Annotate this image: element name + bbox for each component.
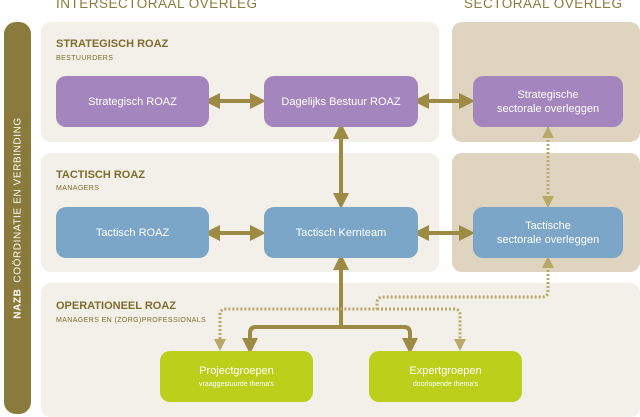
band-title-strategic: Strategisch ROAZ — [56, 38, 169, 50]
node-expertgroepen-label: Expertgroepen — [409, 364, 482, 377]
band-title-operational: Operationeel ROAZ — [56, 300, 176, 312]
node-projectgroepen-sub: vraaggestuurde thema's — [199, 380, 274, 388]
node-tactische-sectorale: Tactische sectorale overleggen — [473, 207, 623, 258]
node-strategisch-roaz: Strategisch ROAZ — [56, 76, 209, 127]
node-tactische-sectorale-line1: Tactische — [525, 219, 571, 232]
connector-kernteam-groups — [248, 262, 412, 343]
node-strategische-sectorale: Strategische sectorale overleggen — [473, 76, 623, 127]
band-title-tactical: Tactisch ROAZ — [56, 169, 146, 181]
node-tactisch-kernteam-label: Tactisch Kernteam — [295, 226, 387, 239]
node-dagelijks-bestuur: Dagelijks Bestuur ROAZ — [264, 76, 418, 127]
node-projectgroepen-label: Projectgroepen — [199, 364, 274, 377]
node-strategische-sectorale-line1: Strategische — [517, 88, 579, 101]
connector-sectoral-groups — [214, 256, 554, 351]
column-header-intersectoral: Intersectoraal overleg — [56, 0, 258, 11]
node-tactisch-roaz: Tactisch ROAZ — [56, 207, 209, 258]
node-tactisch-kernteam: Tactisch Kernteam — [264, 207, 418, 258]
connector-sectoral-expert — [377, 307, 466, 351]
node-strategische-sectorale-line2: sectorale overleggen — [496, 102, 600, 115]
column-header-sectoral: Sectoraal overleg — [464, 0, 623, 11]
node-tactische-sectorale-line2: sectorale overleggen — [496, 233, 600, 246]
node-projectgroepen: Projectgroepen vraaggestuurde thema's — [160, 351, 313, 402]
node-dagelijks-bestuur-label: Dagelijks Bestuur ROAZ — [281, 95, 401, 108]
band-subtitle-strategic: Bestuurders — [56, 55, 114, 62]
coordination-sidebar: NAZBCoördinatie en verbinding — [4, 22, 31, 414]
node-tactisch-roaz-label: Tactisch ROAZ — [95, 226, 170, 239]
band-subtitle-tactical: Managers — [56, 185, 100, 192]
node-expertgroepen-sub: doorlopende thema's — [412, 380, 479, 388]
band-subtitle-operational: Managers en (zorg)professionals — [56, 317, 207, 324]
node-strategisch-roaz-label: Strategisch ROAZ — [88, 95, 177, 108]
node-expertgroepen: Expertgroepen doorlopende thema's — [369, 351, 522, 402]
